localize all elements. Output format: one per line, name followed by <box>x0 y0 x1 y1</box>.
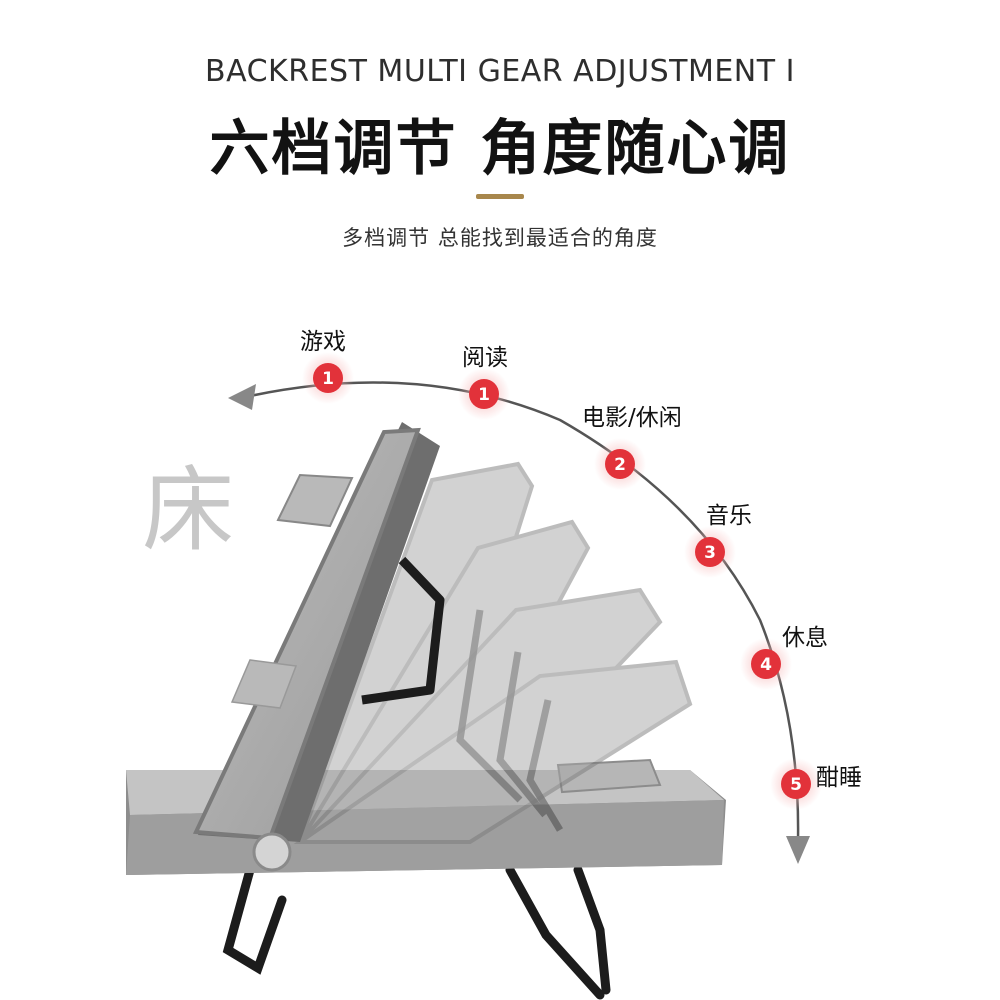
gear-label-game: 游戏 <box>300 329 346 355</box>
gear-badge: 3 <box>684 526 736 578</box>
gear-badge: 5 <box>770 758 822 810</box>
arc-arrow-left-icon <box>228 384 256 410</box>
gear-badge: 2 <box>594 438 646 490</box>
gear-badge-number: 3 <box>704 543 716 563</box>
title-divider <box>476 194 524 199</box>
gear-badges: 1 1 2 3 4 5 <box>302 352 822 810</box>
gear-badge: 1 <box>302 352 354 404</box>
gear-label-movie: 电影/休闲 <box>582 405 682 431</box>
gear-badge-number: 1 <box>322 369 334 389</box>
bed-legs <box>222 865 611 1000</box>
gear-badge: 4 <box>740 638 792 690</box>
gear-label-music: 音乐 <box>706 503 752 529</box>
gear-badge-number: 5 <box>790 775 802 795</box>
gear-label-reading: 阅读 <box>462 345 508 371</box>
angle-arc <box>249 381 800 841</box>
gear-badge-number: 4 <box>760 655 772 675</box>
page-subtitle: 多档调节 总能找到最适合的角度 <box>342 226 658 250</box>
gear-badge-number: 1 <box>478 385 490 405</box>
gear-badge: 1 <box>458 368 510 420</box>
backrest-upright <box>192 422 445 872</box>
gear-label-sleep: 酣睡 <box>816 765 862 791</box>
watermark-text: 床 <box>142 457 235 564</box>
backrest-ghost-positions <box>293 461 693 844</box>
arc-arrow-down-icon <box>786 836 810 864</box>
page-title: 六档调节 角度随心调 <box>209 114 791 184</box>
gear-badge-number: 2 <box>614 455 626 475</box>
gear-label-rest: 休息 <box>782 625 828 651</box>
section-eyebrow: BACKREST MULTI GEAR ADJUSTMENT I <box>205 54 795 89</box>
